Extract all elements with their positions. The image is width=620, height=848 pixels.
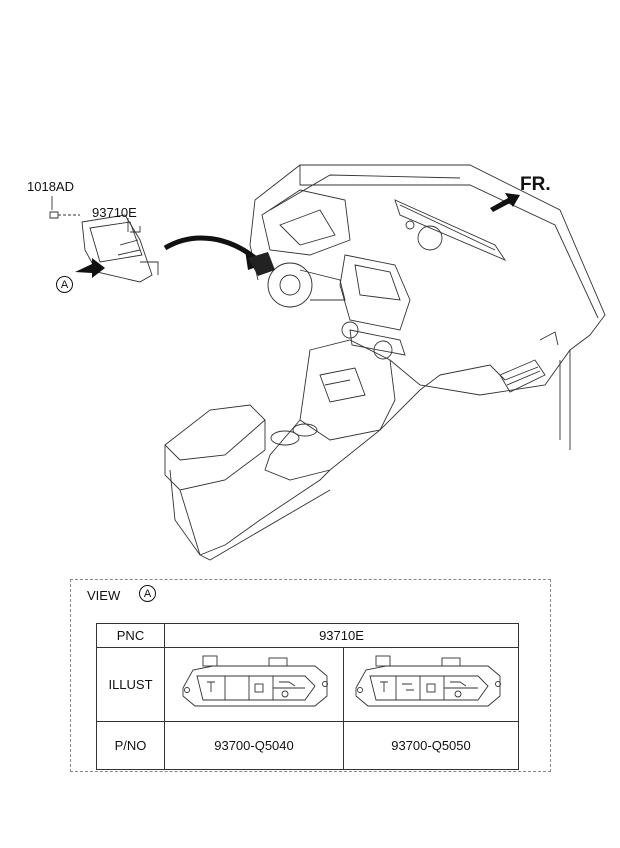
header-pno: P/NO [96,721,165,770]
switch-part-label: 93710E [92,205,137,220]
illust-cell-2 [343,647,519,722]
table-row: P/NO 93700-Q5040 93700-Q5050 [96,721,519,770]
view-title-marker: A [139,585,156,602]
front-direction-label: FR. [520,174,551,195]
header-illust: ILLUST [96,647,165,722]
illust-cell-1 [164,647,344,722]
part-number-2: 93700-Q5050 [343,721,519,770]
table-row: PNC 93710E [96,623,519,648]
switch-panel-variant-1-icon [182,655,328,707]
view-title: VIEW [87,588,120,603]
switch-panel-variant-2-icon [355,655,501,707]
bolt-part-label: 1018AD [27,179,74,194]
pnc-value: 93710E [164,623,519,648]
view-title-text: VIEW [87,588,121,603]
part-number-1: 93700-Q5040 [164,721,344,770]
header-pnc: PNC [96,623,165,648]
view-a-box [70,579,551,772]
table-row: ILLUST [96,647,519,722]
view-marker-circle: A [56,276,73,293]
parts-table: PNC 93710E ILLUST [96,623,519,770]
